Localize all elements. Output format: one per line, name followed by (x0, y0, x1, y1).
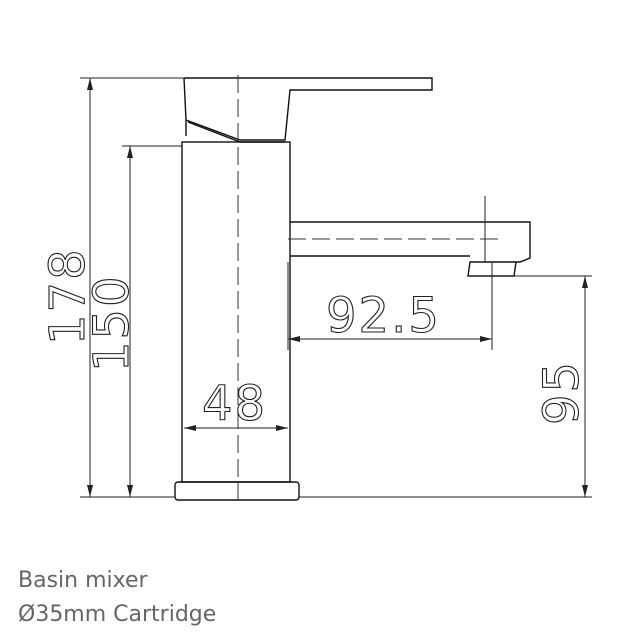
dimension-spout-reach: 92.5 (287, 262, 493, 350)
dim-label-body-height: 150 (84, 274, 140, 372)
dim-label-body-width: 48 (202, 376, 267, 432)
faucet-technical-drawing: 178 150 92.5 48 95 (39, 75, 592, 505)
dimension-body-width: 48 (184, 375, 288, 433)
dim-label-spout-reach: 92.5 (326, 288, 441, 344)
dimension-body-height: 150 (83, 145, 182, 497)
faucet-base (174, 481, 300, 501)
dim-label-spout-height: 95 (534, 360, 590, 425)
dimension-total-height: 178 (39, 77, 184, 498)
dim-label-total-height: 178 (40, 247, 96, 345)
faucet-spout (290, 196, 531, 277)
faucet-lever (183, 77, 433, 143)
caption-product-name: Basin mixer (18, 568, 148, 593)
dimension-spout-height: 95 (299, 275, 592, 498)
caption-cartridge: Ø35mm Cartridge (18, 602, 217, 627)
